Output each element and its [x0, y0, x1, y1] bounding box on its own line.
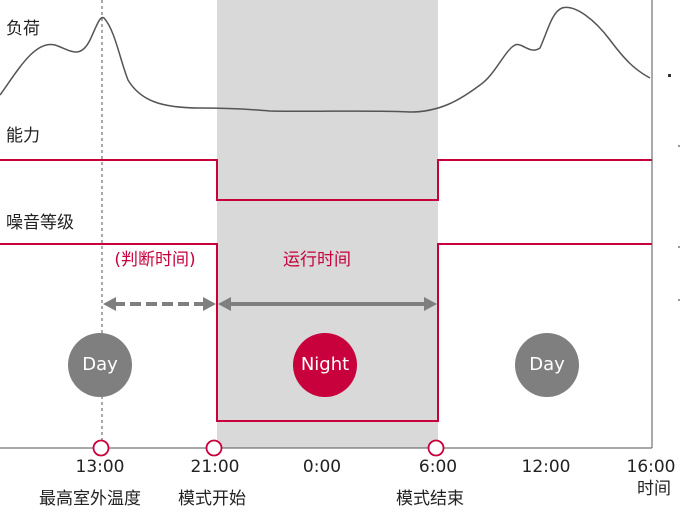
- day-mode-circle-right: [515, 333, 579, 397]
- row-label-noise-level: 噪音等级: [6, 213, 74, 233]
- operation-time-label: 运行时间: [283, 250, 351, 270]
- noise-level-step-line: [0, 243, 652, 422]
- tick-label-1600: 16:00: [626, 457, 676, 477]
- judgment-time-label: (判断时间): [114, 250, 196, 270]
- row-label-load: 负荷: [6, 19, 40, 39]
- night-mode-circle: [293, 333, 357, 397]
- tick-label-1200: 12:00: [521, 457, 571, 477]
- event-marker-mode-end: [427, 439, 445, 457]
- row-label-capacity: 能力: [6, 126, 40, 146]
- judgment-time-arrow: [103, 297, 216, 311]
- event-marker-mode-start: [205, 439, 223, 457]
- time-axis-title: 时间: [637, 479, 671, 499]
- event-label-mode-start: 模式开始: [178, 489, 246, 509]
- tick-label-1300: 13:00: [75, 457, 125, 477]
- load-curve-end-mark: [668, 74, 671, 77]
- day-mode-label-right: Day: [529, 354, 565, 375]
- tick-label-2100: 21:00: [190, 457, 240, 477]
- event-label-max-temp: 最高室外温度: [39, 489, 141, 509]
- tick-label-0600: 6:00: [418, 457, 458, 477]
- operation-time-arrow: [218, 297, 437, 311]
- capacity-step-line: [0, 159, 652, 201]
- event-label-mode-end: 模式结束: [396, 489, 464, 509]
- day-mode-circle-left: [68, 333, 132, 397]
- load-curve: [0, 6, 651, 113]
- tick-label-0000: 0:00: [302, 457, 342, 477]
- night-mode-label: Night: [300, 354, 350, 375]
- event-marker-max-temp: [92, 439, 110, 457]
- day-mode-label-left: Day: [82, 354, 118, 375]
